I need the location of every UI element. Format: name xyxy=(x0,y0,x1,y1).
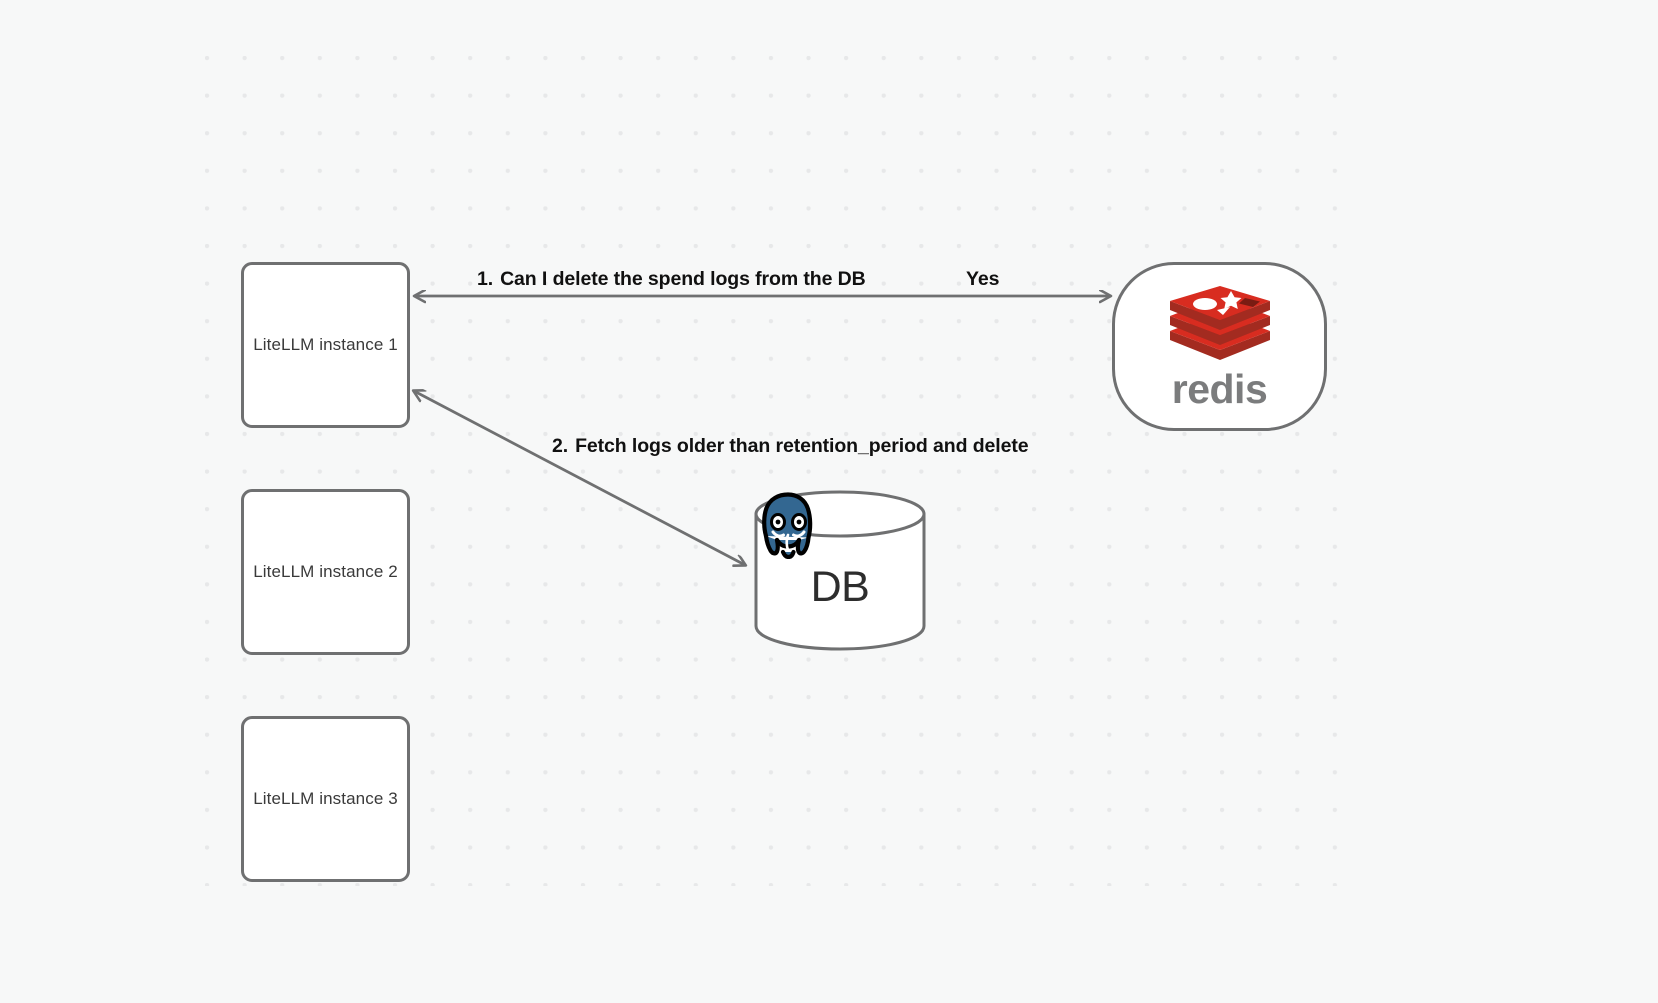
redis-stack-icon xyxy=(1168,285,1272,365)
node-litellm-instance-1[interactable]: LiteLLM instance 1 xyxy=(241,262,410,428)
node-db[interactable]: DB xyxy=(753,489,927,651)
db-label: DB xyxy=(810,562,870,611)
node-litellm-instance-2-label: LiteLLM instance 2 xyxy=(253,562,398,581)
node-litellm-instance-1-label: LiteLLM instance 1 xyxy=(253,335,398,354)
edge-litellm1-db xyxy=(414,391,745,565)
redis-logo: redis xyxy=(1168,285,1272,412)
edge-1-text: Can I delete the spend logs from the DB xyxy=(500,268,866,290)
edge-2-text: Fetch logs older than retention_period a… xyxy=(575,435,1029,457)
db-content: DB xyxy=(753,489,927,651)
edge-1-label: 1. Can I delete the spend logs from the D… xyxy=(477,268,866,291)
edge-2-number: 2. xyxy=(552,435,569,457)
node-redis[interactable]: redis xyxy=(1112,262,1327,431)
node-litellm-instance-3[interactable]: LiteLLM instance 3 xyxy=(241,716,410,882)
edge-1-reply-label: Yes xyxy=(966,268,1000,290)
edge-1-number: 1. xyxy=(477,268,494,290)
edge-2-label: 2. Fetch logs older than retention_period… xyxy=(552,435,1029,458)
node-litellm-instance-2[interactable]: LiteLLM instance 2 xyxy=(241,489,410,655)
redis-wordmark: redis xyxy=(1171,365,1268,412)
node-litellm-instance-3-label: LiteLLM instance 3 xyxy=(253,789,398,808)
